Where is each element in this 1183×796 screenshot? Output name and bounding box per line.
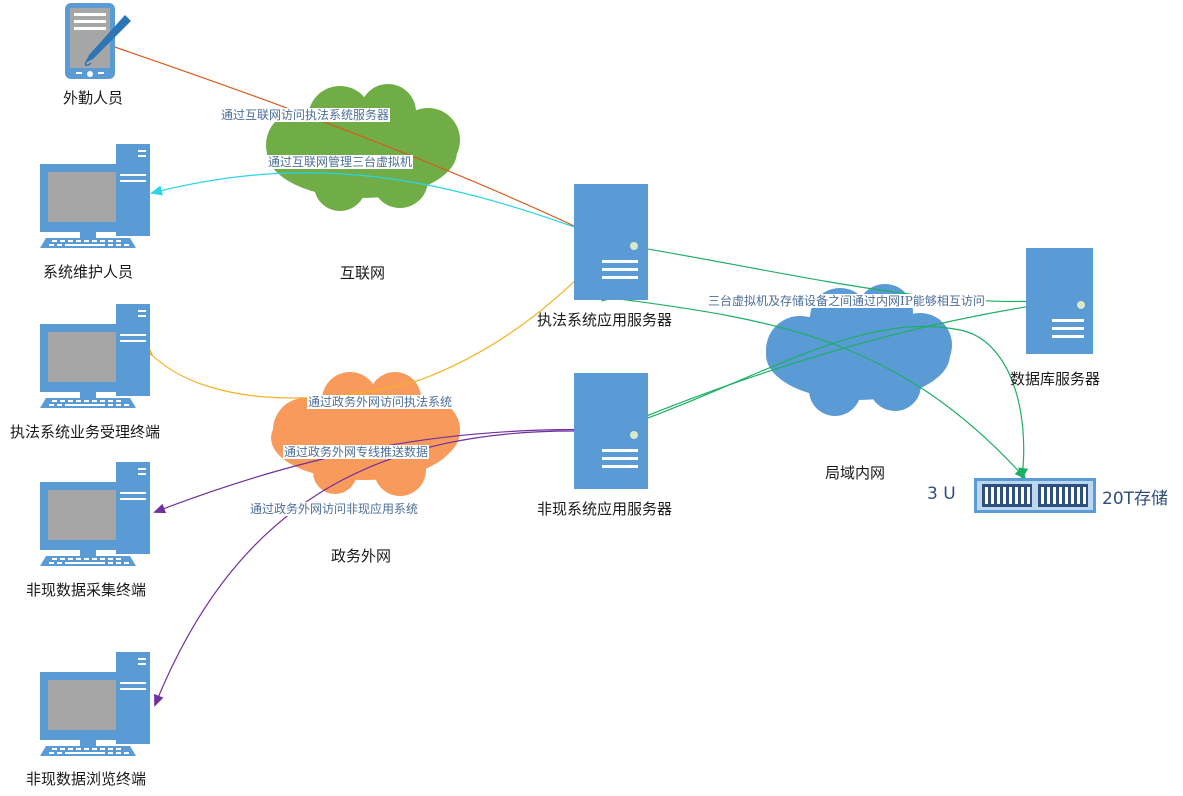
law-server-icon [574,184,648,300]
maint-computer-icon [40,144,150,248]
edge-label-gov-access-law: 通过政务外网访问执法系统 [307,395,454,409]
law-server-label: 执法系统应用服务器 [537,311,673,329]
law-terminal-computer-icon [40,304,150,408]
edge-lan-nonsite-storage [614,325,1029,480]
edge-label-gov-push: 通过政务外网专线推送数据 [283,445,430,459]
sys-maint-label: 系统维护人员 [43,263,134,281]
field-staff-label: 外勤人员 [63,89,124,107]
internet-cloud [266,84,460,211]
tablet-icon [65,3,131,79]
storage-size-label: 20T存储 [1102,489,1169,509]
db-server-label: 数据库服务器 [1010,370,1101,388]
gov-network-cloud [271,372,460,496]
edge-label-lan-link: 三台虚拟机及存储设备之间通过内网IP能够相互访问 [707,294,986,308]
internet-label: 互联网 [340,264,386,282]
db-server-icon [1026,248,1093,354]
edge-label-internet-manage: 通过互联网管理三台虚拟机 [267,155,414,169]
collect-terminal-label: 非现数据采集终端 [26,581,147,599]
nonsite-server-icon [574,373,648,489]
browse-terminal-label: 非现数据浏览终端 [26,770,147,788]
lan-label: 局域内网 [825,464,886,482]
law-terminal-label: 执法系统业务受理终端 [10,423,161,441]
collect-terminal-computer-icon [40,462,150,566]
edge-field-staff-internet [98,40,611,244]
edge-label-internet-access: 通过互联网访问执法系统服务器 [220,108,391,122]
edge-maint-internet [150,172,611,241]
edge-label-gov-access-nonsite: 通过政务外网访问非现应用系统 [249,502,420,516]
browse-terminal-computer-icon [40,652,150,756]
storage-units-label: 3 U [927,484,956,504]
gov-network-label: 政务外网 [331,547,392,565]
edge-law-terminal-gov [141,241,614,399]
edge-browse-gov [154,430,613,707]
storage-icon [974,478,1096,513]
nonsite-server-label: 非现系统应用服务器 [537,500,673,518]
edge-lan-law-storage [601,291,1027,480]
